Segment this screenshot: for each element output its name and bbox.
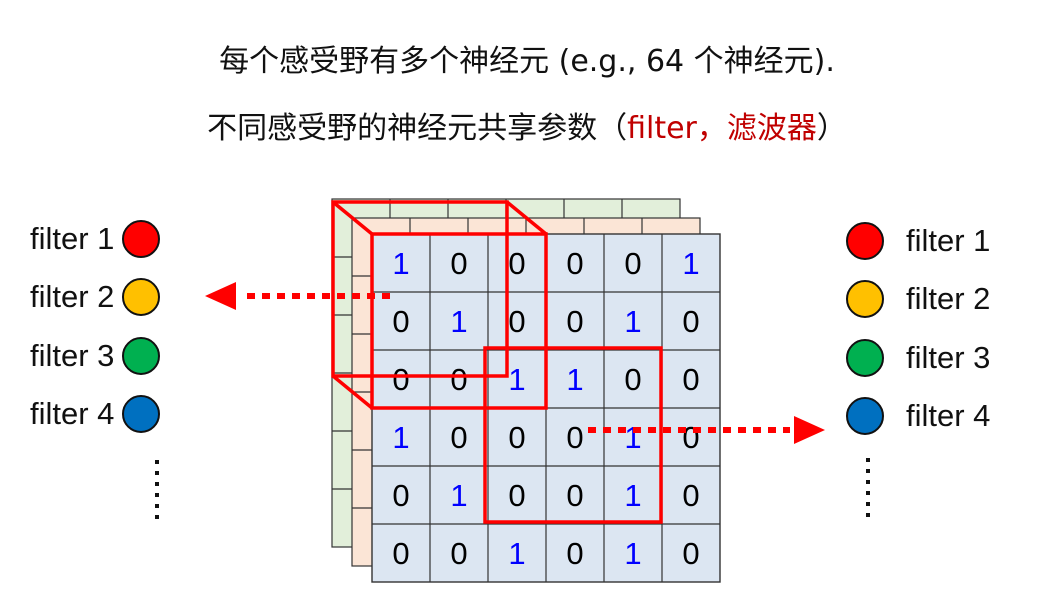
- title-line-2: 不同感受野的神经元共享参数（filter，滤波器）: [0, 103, 1054, 147]
- front-receptive-field: [370, 232, 548, 410]
- left-legend-label: filter 4: [30, 396, 115, 431]
- grid-cell-value: 0: [566, 304, 583, 339]
- grid-cell-value: 1: [624, 478, 641, 513]
- grid-cell-value: 0: [450, 420, 467, 455]
- left-legend-filter-4: filter 4: [30, 389, 161, 439]
- filter-4-dot-icon: [122, 395, 161, 433]
- grid-cell-value: 0: [682, 304, 699, 339]
- left-legend-label: filter 3: [30, 338, 115, 373]
- grid-cell-value: 1: [624, 536, 641, 571]
- grid-cell-value: 0: [392, 478, 409, 513]
- cube-edge: [505, 200, 548, 236]
- filter-3-dot-icon: [122, 337, 161, 375]
- grid-cell-value: 1: [682, 246, 699, 281]
- filter-1-dot-icon: [122, 220, 161, 258]
- left-legend-label: filter 1: [30, 221, 115, 256]
- grid-cell-value: 0: [566, 478, 583, 513]
- right-legend-filter-4: filter 4: [846, 391, 990, 441]
- grid-cell-value: 0: [682, 536, 699, 571]
- left-arrowhead-icon: [205, 282, 236, 310]
- left-legend-label: filter 2: [30, 279, 115, 314]
- filter-4-dot-icon: [846, 397, 884, 435]
- back-receptive-field: [331, 200, 509, 378]
- left-legend-filter-3: filter 3: [30, 331, 161, 381]
- title-line-1: 每个感受野有多个神经元 (e.g., 64 个神经元).: [219, 44, 835, 79]
- right-legend-label: filter 2: [906, 281, 991, 316]
- title-line-2-highlight: filter，滤波器: [627, 111, 817, 146]
- left-legend-filter-1: filter 1: [30, 214, 161, 264]
- grid-cell-value: 0: [508, 420, 525, 455]
- cube-edge: [331, 200, 374, 236]
- grid-cell-value: 0: [392, 536, 409, 571]
- grid-cell-value: 0: [682, 420, 699, 455]
- grid-cell-value: 0: [682, 362, 699, 397]
- grid-cell-value: 1: [392, 246, 409, 281]
- right-arrowhead-icon: [794, 416, 825, 444]
- grid-cell-value: 0: [508, 246, 525, 281]
- grid-cell-value: 0: [566, 246, 583, 281]
- grid-cell-value: 0: [450, 362, 467, 397]
- filter-1-dot-icon: [846, 222, 884, 260]
- filter-2-dot-icon: [122, 278, 161, 316]
- title-line-2-suffix: ）: [816, 111, 847, 146]
- grid-cell-value: 0: [508, 478, 525, 513]
- grid-cell-value: 0: [624, 362, 641, 397]
- grid-cell-value: 0: [682, 478, 699, 513]
- grid-cell-value: 1: [508, 362, 525, 397]
- grid-cell-value: 0: [450, 536, 467, 571]
- title-line-2-prefix: 不同感受野的神经元共享参数（: [207, 111, 628, 146]
- cube-edge: [331, 374, 374, 410]
- right-ellipsis-icon: [866, 458, 872, 524]
- grid-cell-value: 0: [392, 304, 409, 339]
- grid-cell-value: 1: [508, 536, 525, 571]
- second-receptive-field: [483, 346, 663, 524]
- grid-cell-value: 1: [392, 420, 409, 455]
- grid-cell-value: 1: [566, 362, 583, 397]
- right-legend-label: filter 1: [906, 223, 991, 258]
- right-legend-filter-1: filter 1: [846, 216, 990, 266]
- grid-cell-value: 1: [450, 478, 467, 513]
- filter-3-dot-icon: [846, 339, 884, 377]
- left-ellipsis-icon: [155, 460, 161, 526]
- grid-cell-value: 0: [566, 536, 583, 571]
- grid-cell-value: 0: [508, 304, 525, 339]
- grid-cell-value: 0: [392, 362, 409, 397]
- grid-cell-value: 1: [624, 420, 641, 455]
- right-legend-filter-3: filter 3: [846, 333, 990, 383]
- grid-cell-value: 0: [624, 246, 641, 281]
- right-legend-filter-2: filter 2: [846, 274, 990, 324]
- right-legend-label: filter 3: [906, 340, 991, 375]
- right-legend-label: filter 4: [906, 398, 991, 433]
- grid-cell-value: 0: [566, 420, 583, 455]
- left-legend-filter-2: filter 2: [30, 272, 161, 322]
- grid-cell-value: 1: [450, 304, 467, 339]
- grid-cell-value: 0: [450, 246, 467, 281]
- filter-2-dot-icon: [846, 280, 884, 318]
- grid-cell-value: 1: [624, 304, 641, 339]
